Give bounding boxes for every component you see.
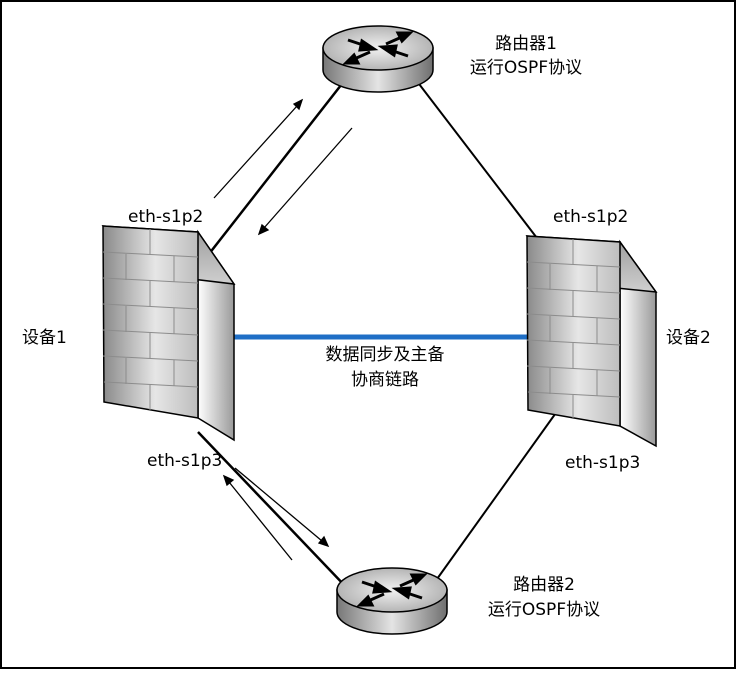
device1-name: 设备1 <box>22 328 67 348</box>
firewall-icon <box>525 235 658 448</box>
link-router1-device2 <box>415 79 541 243</box>
device2-port-bottom: eth-s1p3 <box>565 453 641 473</box>
router1-name: 路由器1 <box>495 34 557 54</box>
sync-link-label-line1: 数据同步及主备 <box>325 345 445 365</box>
device1-port-bottom: eth-s1p3 <box>147 451 223 471</box>
router1-protocol: 运行OSPF协议 <box>469 58 583 78</box>
arrow-icon <box>213 98 304 199</box>
router2-name: 路由器2 <box>513 575 575 595</box>
link-device2-router2 <box>431 409 559 587</box>
router-icon <box>336 567 448 635</box>
arrow-icon <box>234 467 330 548</box>
arrow-icon <box>257 127 353 236</box>
link-device1-router2 <box>197 431 348 589</box>
arrow-icon <box>222 474 293 561</box>
link-device1-router1 <box>197 79 346 269</box>
device2-port-top: eth-s1p2 <box>553 207 629 227</box>
device2-name: 设备2 <box>666 328 711 348</box>
firewall-icon <box>101 225 236 442</box>
router-icon <box>322 25 434 93</box>
sync-link-label-line2: 协商链路 <box>351 370 419 390</box>
router2-protocol: 运行OSPF协议 <box>487 600 601 620</box>
device1-port-top: eth-s1p2 <box>128 207 204 227</box>
